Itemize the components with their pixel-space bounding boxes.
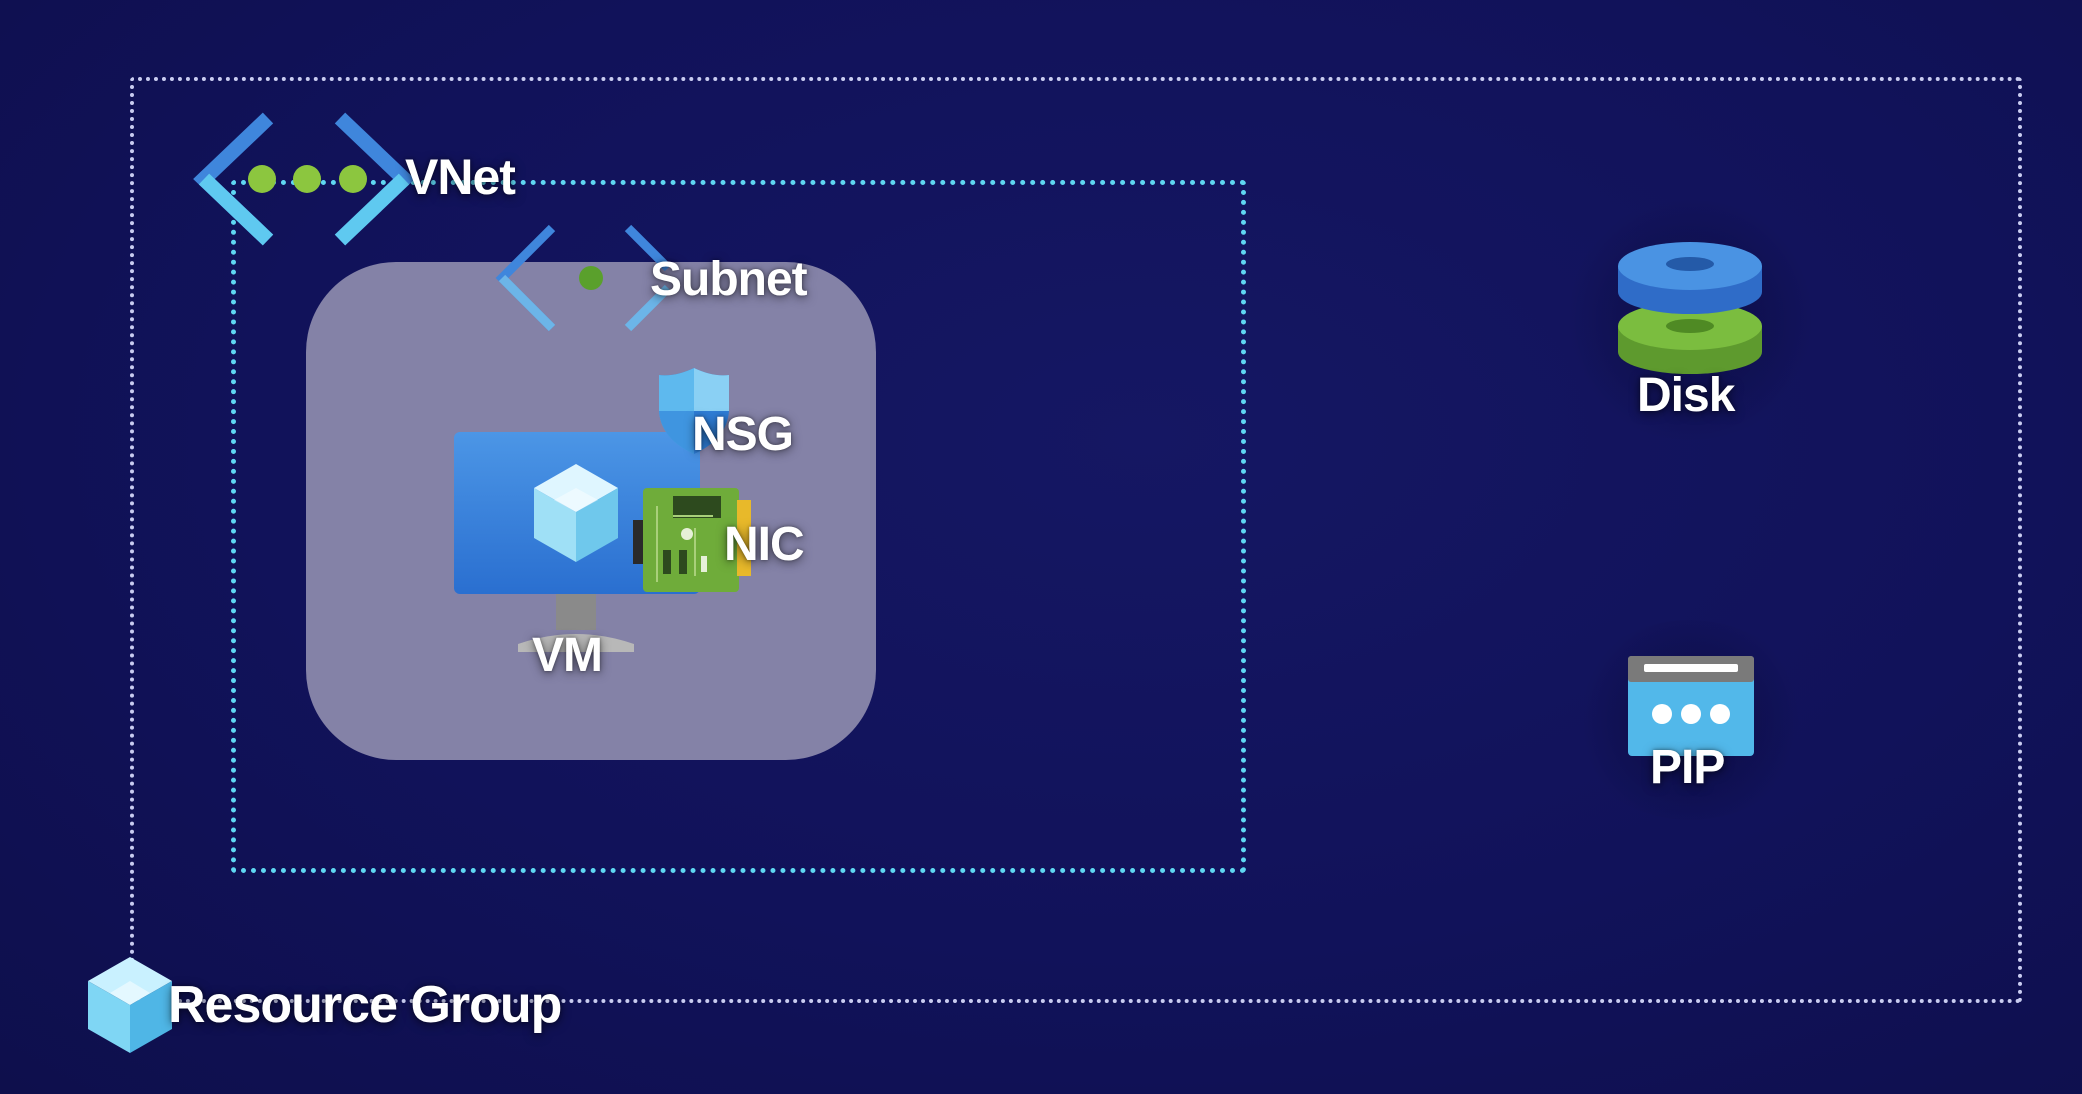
- vm-label: VM: [532, 629, 603, 682]
- network-card-icon: [633, 488, 751, 592]
- subnet-label: Subnet: [650, 253, 808, 306]
- disk-label: Disk: [1637, 369, 1735, 422]
- resource-group-boundary: [130, 77, 2022, 1003]
- pip-label: PIP: [1650, 741, 1725, 794]
- vnet-icon: [193, 112, 415, 246]
- disk-icon: [1618, 242, 1762, 374]
- vnet-boundary: [231, 180, 1246, 873]
- subnet-icon: [495, 224, 672, 332]
- nsg-label: NSG: [692, 408, 794, 461]
- cube-icon: [88, 957, 172, 1053]
- nic-label: NIC: [724, 518, 805, 571]
- public-ip-icon: [1628, 656, 1754, 756]
- vnet-label: VNet: [405, 149, 516, 205]
- resource-group-label: Resource Group: [168, 976, 562, 1034]
- shield-icon: [659, 368, 729, 454]
